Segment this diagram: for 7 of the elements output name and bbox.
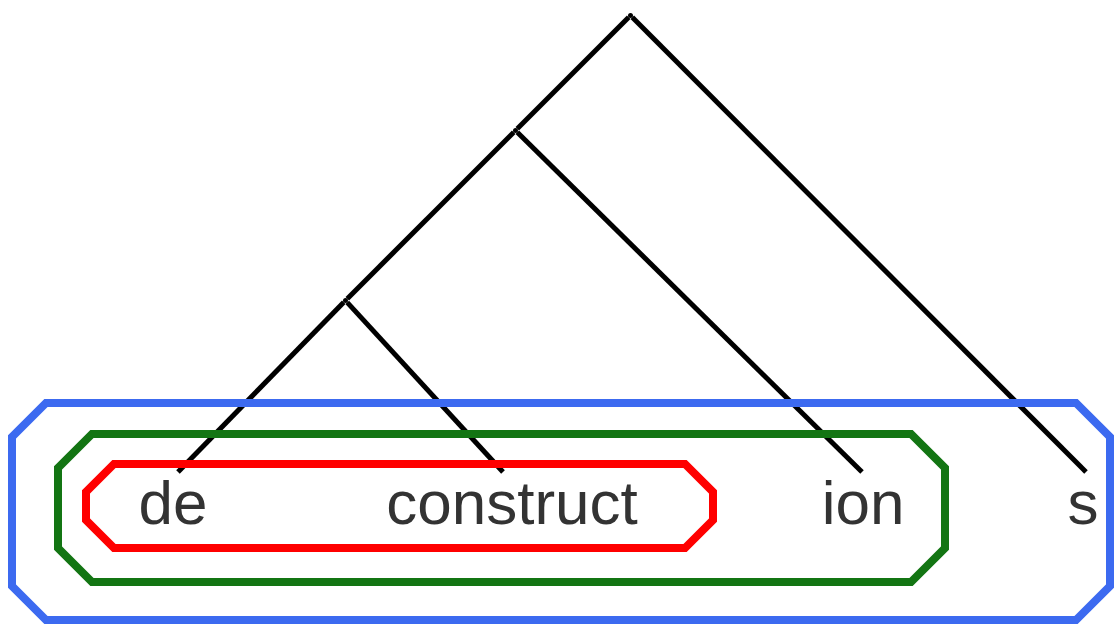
tree-branch-line: [630, 15, 1088, 474]
branch-point: [343, 298, 348, 303]
tree-branch-line: [345, 130, 516, 301]
branch-point: [513, 128, 518, 133]
tree-branch-line: [515, 130, 864, 474]
branch-point: [628, 13, 633, 18]
tree-branch-line: [515, 15, 631, 131]
